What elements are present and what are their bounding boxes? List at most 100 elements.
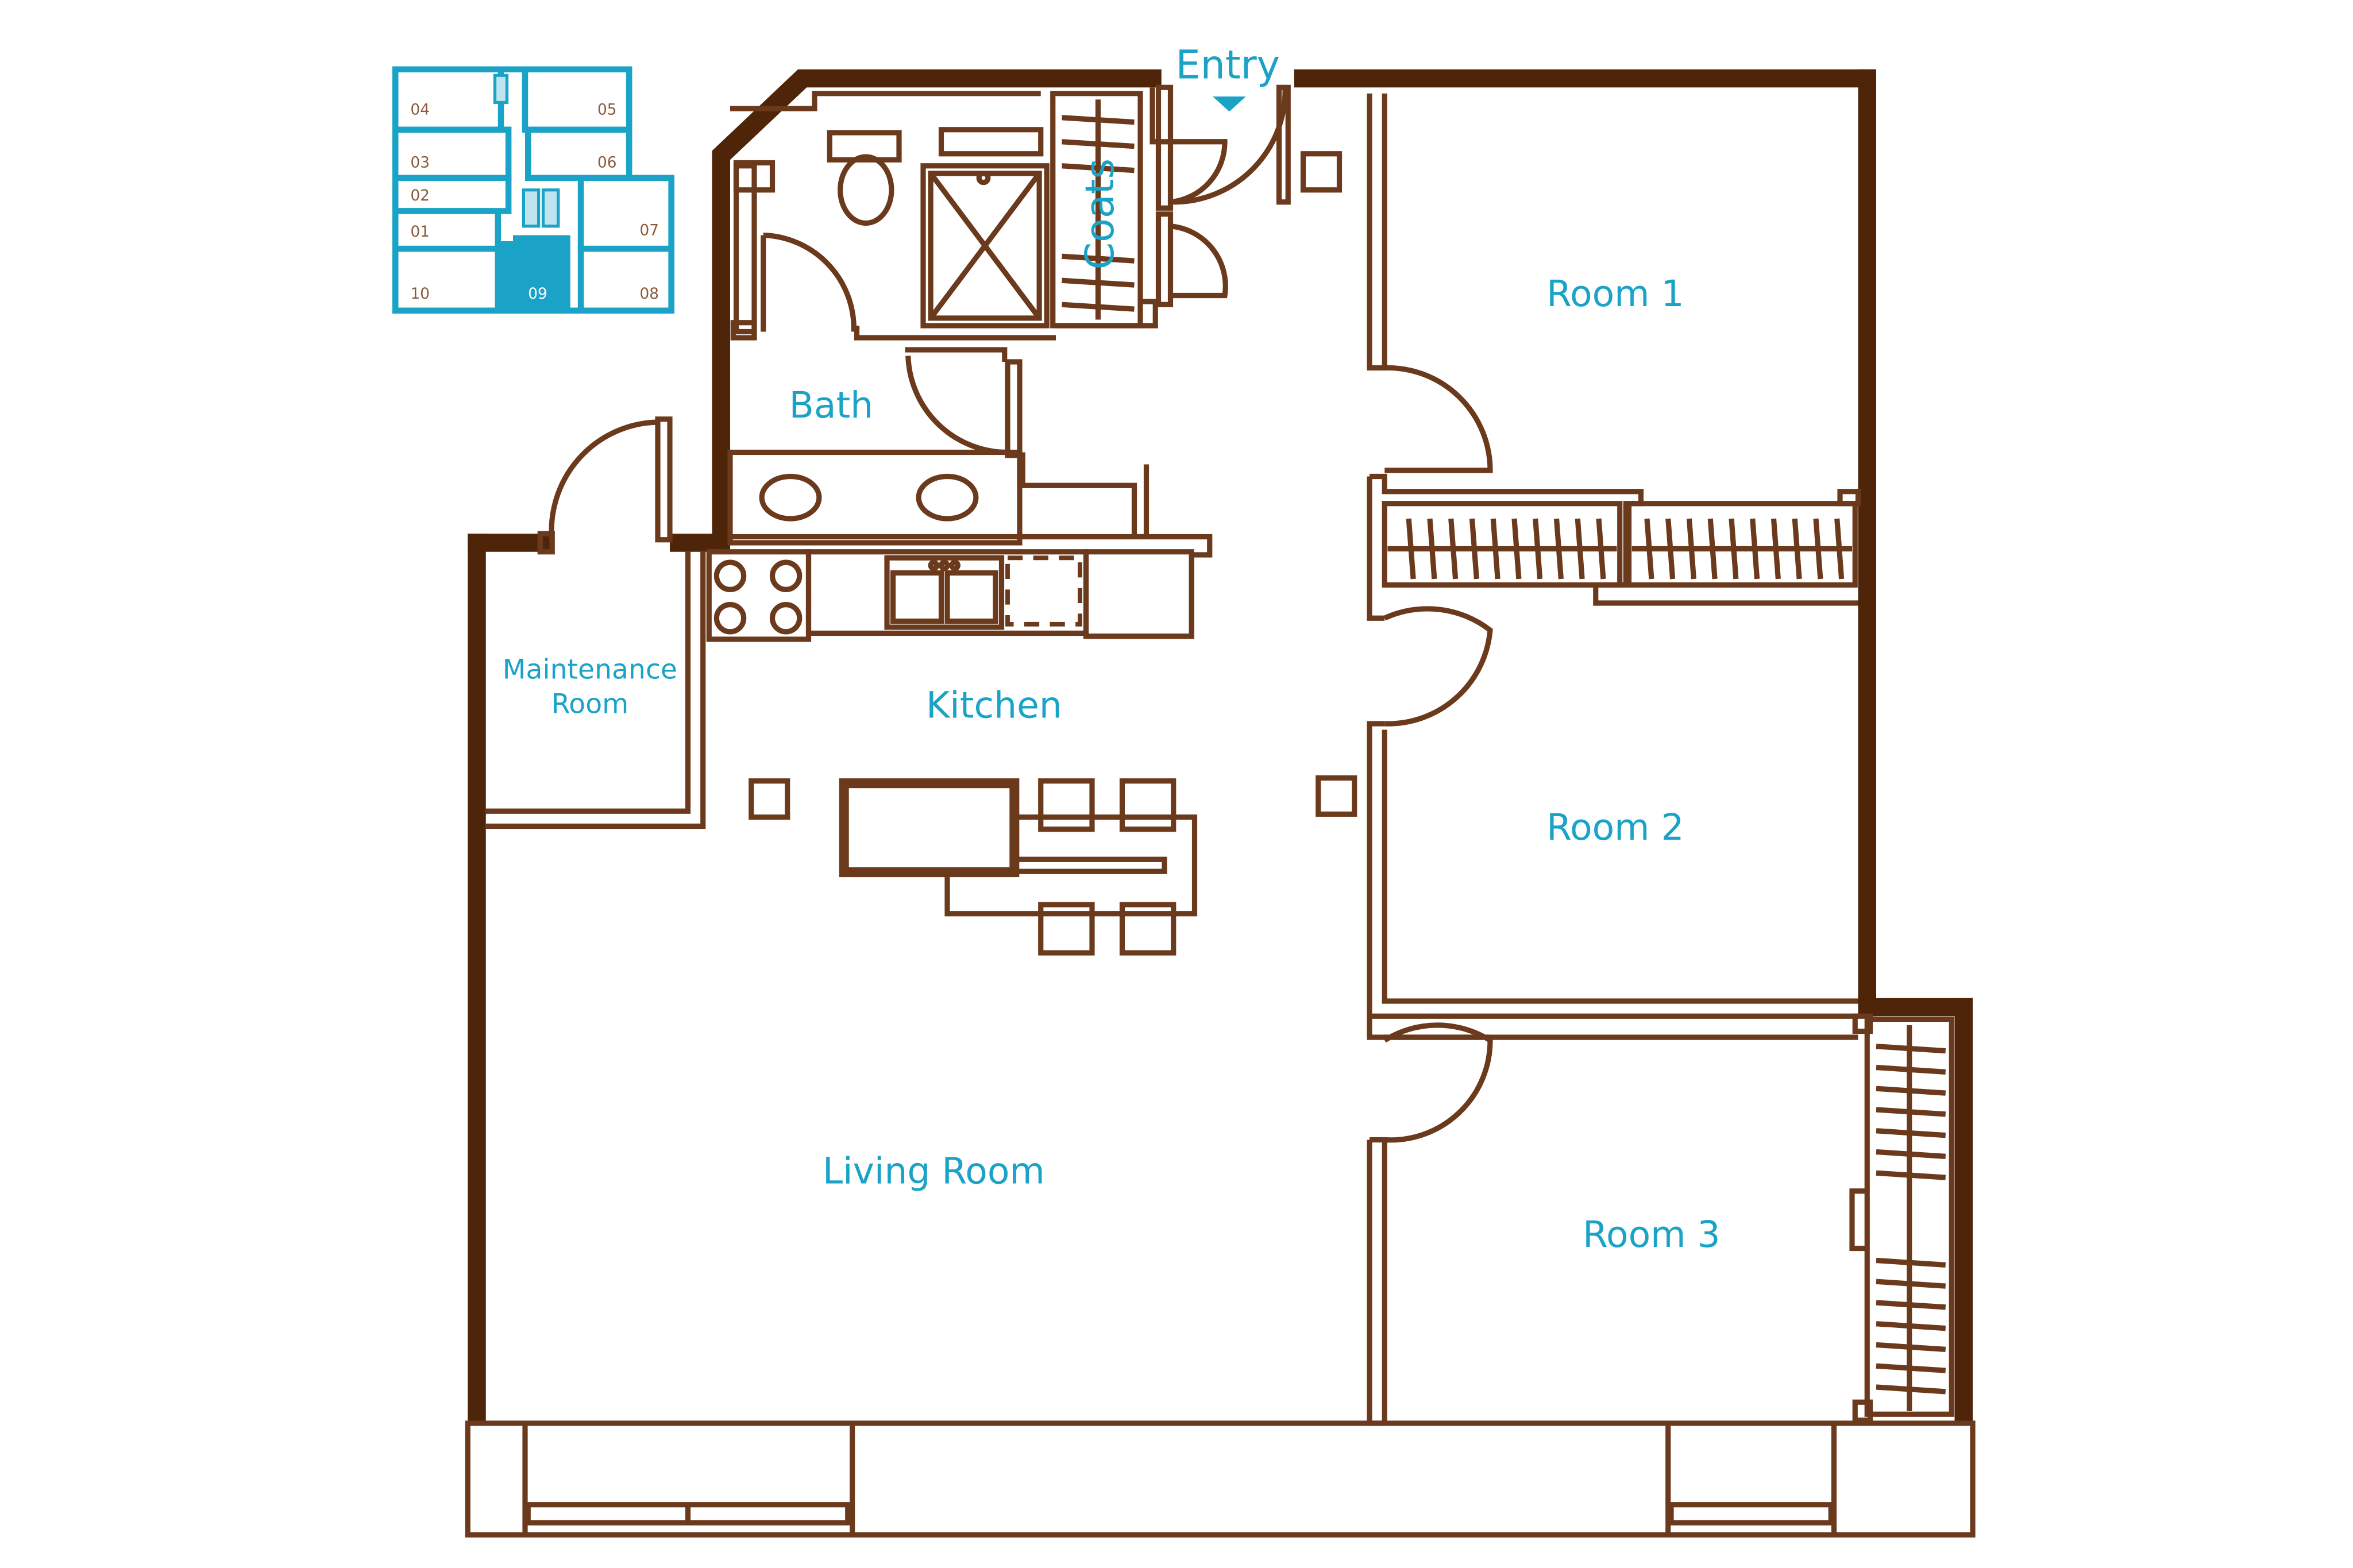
burner-icon: [769, 559, 803, 592]
key-label-01: 01: [411, 223, 430, 241]
bath-inner-door-swing: [763, 232, 857, 332]
wall-east: [1858, 69, 1876, 1017]
chair: [1038, 902, 1095, 956]
exterior-walls: [468, 69, 1973, 1423]
hanger: [1686, 518, 1696, 580]
key-label-08: 08: [640, 285, 659, 303]
maintenance-label-line2: Room: [551, 689, 629, 720]
column: [1316, 775, 1357, 817]
hanger: [1448, 518, 1459, 580]
coat-hangers: [1062, 115, 1135, 312]
hanger: [1876, 1257, 1946, 1268]
hanger: [1707, 518, 1718, 580]
room1-label: Room 1: [1546, 273, 1684, 315]
entry-door[interactable]: [1276, 84, 1291, 205]
living-room-label: Living Room: [823, 1150, 1045, 1192]
kitchen-sink: [884, 555, 1005, 630]
shower: [920, 163, 1050, 329]
refrigerator: [1083, 549, 1194, 639]
wall-north-right: [1294, 69, 1876, 88]
key-label-04: 04: [411, 102, 430, 119]
closet-room3: [1864, 1016, 1954, 1417]
hanger: [1062, 139, 1135, 149]
dishwasher: [1005, 555, 1082, 627]
balcony: [465, 1420, 1976, 1538]
key-label-10: 10: [411, 285, 430, 303]
key-unit-10[interactable]: [392, 245, 501, 314]
key-unit-01[interactable]: [392, 208, 501, 252]
hanger: [1596, 518, 1606, 580]
burner-icon: [713, 559, 747, 592]
key-unit-08[interactable]: [577, 245, 674, 314]
maintenance-door[interactable]: [655, 416, 673, 543]
room3-door-swing: [1383, 1022, 1493, 1143]
column: [749, 778, 790, 820]
bath-label: Bath: [789, 384, 873, 426]
maintenance-room: [485, 416, 706, 829]
dining-table: [944, 814, 1198, 917]
bath-door-swing: [905, 356, 1008, 455]
hanger: [1469, 518, 1479, 580]
hanger: [1062, 302, 1135, 312]
closet-room1: [1382, 501, 1623, 588]
hanger: [1665, 518, 1676, 580]
sink-1: [759, 473, 822, 522]
closet-hangers: [1406, 518, 1845, 580]
bath-vanity: [727, 449, 1023, 546]
hanger: [1750, 518, 1760, 580]
hanger: [1644, 518, 1654, 580]
key-label-09: 09: [528, 285, 547, 303]
bath-door[interactable]: [1005, 359, 1023, 458]
hanger: [1729, 518, 1739, 580]
hanger: [1575, 518, 1585, 580]
hanger: [1876, 1044, 1946, 1054]
column: [1300, 151, 1343, 193]
key-plan: 04 05 03 06 02 01 07 10 09 08: [392, 66, 674, 314]
closet-hangers: [1876, 1044, 1946, 1395]
entry-area: [1050, 84, 1343, 329]
toilet-tank: [827, 130, 902, 163]
hanger: [1406, 518, 1416, 580]
balcony-outline: [465, 1420, 1976, 1538]
key-unit-06[interactable]: [524, 126, 632, 181]
key-unit-04[interactable]: [392, 66, 504, 133]
hanger: [1876, 1086, 1946, 1096]
hanger: [1876, 1384, 1946, 1395]
sink-2: [916, 473, 979, 522]
maintenance-label-line1: Maintenance: [503, 654, 677, 685]
kitchen: [706, 534, 1357, 956]
key-unit-05[interactable]: [522, 66, 632, 133]
key-label-07: 07: [640, 222, 659, 240]
hanger: [1427, 518, 1437, 580]
entry-door-swing: [1173, 87, 1288, 205]
closet-room1b: [1626, 501, 1858, 588]
key-stair-icon: [493, 74, 509, 105]
hanger: [1062, 115, 1135, 125]
partitions: [1367, 93, 1954, 1426]
hanger: [1792, 518, 1802, 580]
key-label-02: 02: [411, 187, 430, 204]
room2-label: Room 2: [1546, 806, 1684, 848]
window-room3: [1668, 1502, 1834, 1525]
hanger: [1062, 253, 1135, 264]
bathroom: [727, 91, 1150, 546]
maintenance-door-swing: [549, 419, 658, 543]
hanger: [1834, 518, 1845, 580]
burner-icon: [713, 602, 747, 635]
key-label-05: 05: [597, 102, 616, 119]
key-unit-09-selected[interactable]: [497, 235, 570, 311]
kitchen-island: [839, 778, 1020, 878]
hanger: [1876, 1321, 1946, 1331]
wall-east-lower: [1954, 998, 1973, 1423]
hanger: [1533, 518, 1543, 580]
room1-door-swing: [1384, 365, 1493, 473]
hanger: [1062, 163, 1135, 173]
hanger: [1813, 518, 1823, 580]
hanger: [1876, 1107, 1946, 1117]
hanger: [1876, 1128, 1946, 1138]
wall-bath-west: [712, 150, 730, 552]
burner-icon: [769, 602, 803, 635]
hanger: [1062, 277, 1135, 288]
room3-label: Room 3: [1583, 1214, 1721, 1256]
